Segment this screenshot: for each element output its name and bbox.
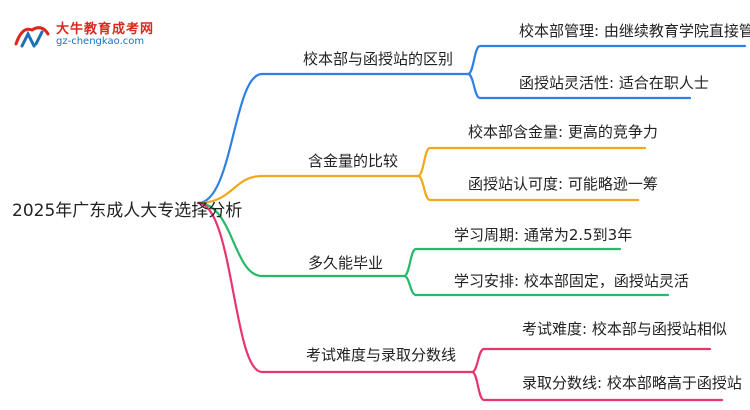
leaf-admission-score: 录取分数线: 校本部略高于函授站	[522, 374, 742, 392]
branch-connector-2	[196, 174, 420, 205]
branch-exam-difficulty: 考试难度与录取分数线	[306, 346, 457, 364]
leaf-connector-2-1	[416, 146, 647, 178]
branch-connector-4	[196, 201, 474, 374]
leaf-study-center-flexibility: 函授站灵活性: 适合在职人士	[519, 74, 709, 92]
leaf-exam-difficulty: 考试难度: 校本部与函授站相似	[522, 320, 727, 338]
root-node: 2025年广东成人大专选择分析	[12, 201, 243, 221]
branch-value-comparison: 含金量的比较	[308, 152, 399, 170]
branch-connector-1	[196, 72, 470, 205]
logo-url: gz-chengkao.com	[56, 36, 145, 47]
leaf-main-campus-value: 校本部含金量: 更高的竞争力	[468, 123, 658, 141]
leaf-connector-2-2	[416, 174, 640, 202]
branch-connector-3	[196, 201, 406, 278]
leaf-connector-4-1	[470, 347, 712, 374]
branch-differences: 校本部与函授站的区别	[303, 50, 454, 68]
leaf-connector-1-1	[466, 44, 747, 76]
site-logo[interactable]: 大牛教育成考网 gz-chengkao.com	[6, 16, 176, 52]
logo-title: 大牛教育成考网	[56, 22, 155, 37]
leaf-connector-3-2	[402, 274, 670, 297]
leaf-connector-4-2	[470, 370, 724, 402]
logo-mark-icon	[14, 26, 50, 48]
leaf-connector-3-1	[402, 247, 622, 278]
leaf-connector-1-2	[466, 72, 692, 100]
leaf-main-campus-management: 校本部管理: 由继续教育学院直接管理	[519, 22, 750, 40]
leaf-study-arrangement: 学习安排: 校本部固定，函授站灵活	[454, 272, 689, 290]
leaf-study-center-recognition: 函授站认可度: 可能略逊一筹	[468, 175, 658, 193]
branch-graduation-time: 多久能毕业	[308, 254, 384, 272]
leaf-study-period: 学习周期: 通常为2.5到3年	[454, 226, 633, 244]
